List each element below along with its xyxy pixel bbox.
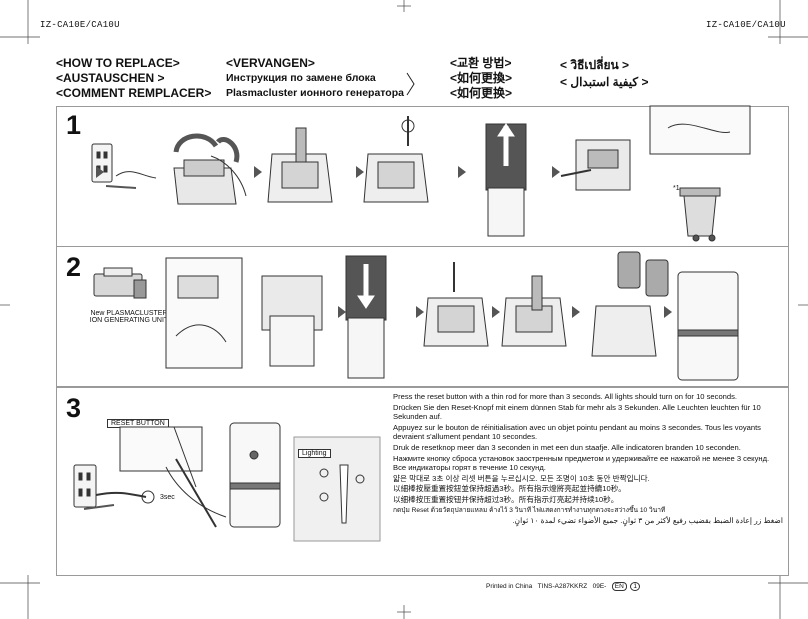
header-dutch-russian: <VERVANGEN> Инструкция по замене блока P… — [226, 56, 404, 101]
header-line: <교환 방법> — [450, 56, 512, 70]
footer: Printed in China TINS-A287KKRZ 09E- EN 1 — [486, 582, 641, 591]
header-line: < วิธีเปลี่ยน > — [560, 58, 630, 72]
new-unit-label: New PLASMACLUSTER ION GENERATING UNIT — [74, 310, 184, 324]
header-line: <HOW TO REPLACE> — [56, 56, 180, 70]
step-arrow-icon — [492, 306, 500, 318]
page-number: 1 — [630, 582, 641, 591]
step3-panel — [56, 387, 789, 576]
step3-number: 3 — [66, 393, 82, 423]
step1-number: 1 — [66, 110, 82, 140]
printed-in: Printed in China — [486, 583, 533, 590]
step3-instructions: Press the reset button with a thin rod f… — [393, 392, 783, 527]
header-line: < كيفية استبدال > — [560, 75, 649, 89]
header-line: <COMMENT REMPLACER> — [56, 86, 212, 100]
step-arrow-icon — [254, 166, 262, 178]
header-line: <VERVANGEN> — [226, 56, 315, 70]
new-unit-label-line: ION GENERATING UNIT — [89, 317, 169, 324]
instruction-german: Drücken Sie den Reset-Knopf mit einem dü… — [393, 402, 761, 422]
header-line: Plasmacluster ионного генератора — [226, 87, 404, 99]
step-arrow-icon — [572, 306, 580, 318]
instruction-chinese-simplified: 以细棒按压重置按钮并保持超过3秒。所有指示灯亮起并持续10秒。 — [393, 494, 619, 504]
footnote-marker: *1 — [673, 185, 680, 192]
instruction-arabic: اضغط زر إعادة الضبط بقضيب رفيع لأكثر من … — [512, 516, 783, 526]
step-arrow-icon — [664, 306, 672, 318]
step-arrow-icon — [338, 306, 346, 318]
step2-illustrations — [165, 251, 739, 381]
instruction-english: Press the reset button with a thin rod f… — [393, 392, 738, 401]
model-number-right: IZ-CA10E/CA10U — [706, 20, 786, 30]
instruction-thai: กดปุ่ม Reset ด้วยวัตถุปลายแหลม ค้างไว้ 3… — [393, 506, 666, 514]
header-line: <AUSTAUSCHEN > — [56, 71, 165, 85]
instruction-chinese-traditional: 以細棒按壓重置按鈕並保持超過3秒。所有指示燈將亮起並持續10秒。 — [393, 484, 626, 494]
step1-illustrations — [91, 105, 751, 242]
header-korean-chinese: <교환 방법> <如何更換> <如何更换> — [450, 56, 512, 101]
header-thai-arabic: < วิธีเปลี่ยน > < كيفية استبدال > — [560, 58, 648, 90]
step-arrow-icon — [552, 166, 560, 178]
instruction-russian: Нажмите кнопку сброса установок заострен… — [393, 453, 770, 473]
instruction-dutch: Druk de resetknop meer dan 3 seconden in… — [393, 442, 741, 452]
model-number-left: IZ-CA10E/CA10U — [40, 20, 120, 30]
step2-number: 2 — [66, 252, 82, 282]
doc-date: 09E- — [592, 583, 607, 590]
step-arrow-icon — [416, 306, 424, 318]
language-badge: EN — [611, 582, 627, 591]
doc-code: TINS-A287KKRZ — [537, 583, 588, 590]
step-arrow-icon — [96, 166, 104, 178]
header-line: Инструкция по замене блока — [226, 72, 376, 84]
instruction-french: Appuyez sur le bouton de réinitialisatio… — [393, 422, 761, 442]
step-arrow-icon — [356, 166, 364, 178]
time-label: 3sec — [160, 494, 175, 501]
header-english-german-french: <HOW TO REPLACE> <AUSTAUSCHEN > <COMMENT… — [56, 56, 211, 101]
instruction-korean: 얇은 막대로 3초 이상 리셋 버튼을 누르십시오. 모든 조명이 10초 동안… — [393, 473, 650, 483]
header-line: <如何更换> — [450, 86, 513, 100]
step-arrow-icon — [458, 166, 466, 178]
new-unit-image — [93, 267, 147, 299]
step3-illustrations — [73, 422, 381, 542]
header-bracket-icon — [406, 72, 415, 96]
header-line: <如何更換> — [450, 71, 513, 85]
new-unit-label-line: New PLASMACLUSTER — [90, 310, 168, 317]
lighting-label: Lighting — [298, 449, 331, 458]
